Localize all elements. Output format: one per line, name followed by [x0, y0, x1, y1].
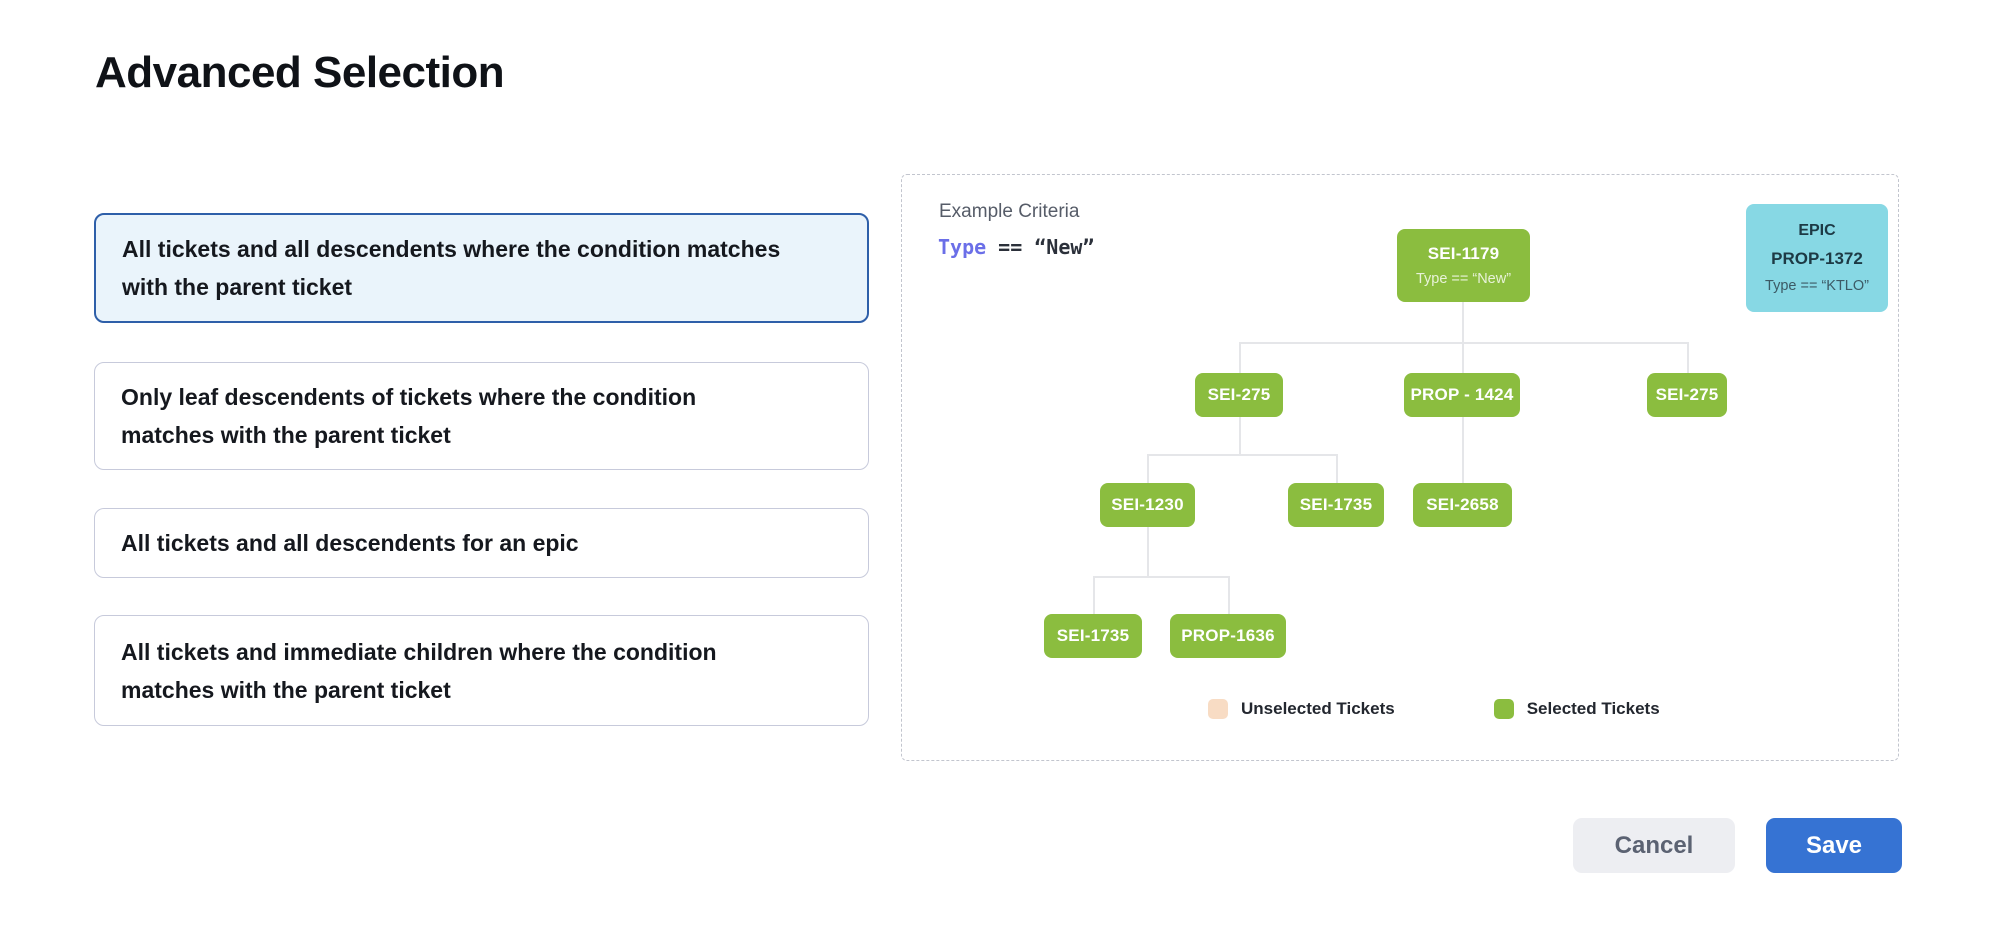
tree-connector [1147, 454, 1337, 456]
legend-item-unselected: Unselected Tickets [1208, 699, 1395, 719]
tree-connector [1147, 454, 1149, 483]
cancel-button[interactable]: Cancel [1573, 818, 1735, 873]
legend-label: Unselected Tickets [1241, 699, 1395, 718]
tree-node-root: SEI-1179 Type == “New” [1397, 229, 1530, 302]
tree-node-label: SEI-1230 [1111, 495, 1184, 514]
tree-connector [1093, 576, 1095, 614]
epic-card: EPIC PROP-1372 Type == “KTLO” [1746, 204, 1888, 312]
tree-connector [1336, 454, 1338, 483]
tree-node: SEI-275 [1647, 373, 1727, 417]
tree-node: SEI-1735 [1288, 483, 1384, 527]
tree-node-label: SEI-1179 [1427, 244, 1500, 263]
legend-label: Selected Tickets [1526, 699, 1660, 718]
criteria-value: “New” [1034, 235, 1095, 259]
tree-node-label: PROP-1636 [1181, 626, 1275, 645]
tree-connector [1239, 342, 1688, 344]
tree-node-label: SEI-1735 [1056, 626, 1130, 645]
tree-connector [1462, 342, 1464, 373]
tree-node-condition: Type == “New” [1415, 271, 1512, 287]
criteria-operator: == [998, 235, 1023, 259]
tree-node-label: SEI-275 [1655, 385, 1719, 404]
tree-connector [1228, 576, 1230, 614]
tree-connector [1239, 417, 1241, 454]
save-button[interactable]: Save [1766, 818, 1902, 873]
tree-connector [1462, 417, 1464, 483]
tree-node-label: SEI-2658 [1426, 495, 1499, 514]
page-title: Advanced Selection [95, 48, 505, 97]
tree-connector [1239, 342, 1241, 373]
example-criteria-expression: Type == “New” [938, 235, 1094, 259]
option-all-descendents-condition[interactable]: All tickets and all descendents where th… [94, 213, 869, 323]
tree-node-label: SEI-275 [1207, 385, 1271, 404]
tree-connector [1093, 576, 1229, 578]
option-label: All tickets and all descendents for an e… [121, 530, 579, 556]
option-label: Only leaf descendents of tickets where t… [121, 384, 697, 448]
tree-node: PROP-1636 [1170, 614, 1286, 658]
tree-node: SEI-275 [1195, 373, 1283, 417]
tree-connector [1462, 302, 1464, 343]
tree-node: SEI-1230 [1100, 483, 1195, 527]
epic-kind-label: EPIC [1798, 222, 1836, 239]
tree-node: SEI-1735 [1044, 614, 1142, 658]
epic-condition: Type == “KTLO” [1765, 278, 1869, 294]
tree-node: PROP - 1424 [1404, 373, 1520, 417]
criteria-field: Type [938, 235, 987, 259]
example-criteria-label: Example Criteria [939, 201, 1080, 222]
tree-node-label: SEI-1735 [1299, 495, 1373, 514]
legend-item-selected: Selected Tickets [1493, 699, 1660, 719]
option-leaf-descendents-condition[interactable]: Only leaf descendents of tickets where t… [94, 362, 869, 470]
example-preview-panel: Example Criteria Type == “New” EPIC PROP-1… [901, 174, 1899, 761]
option-label: All tickets and immediate children where… [121, 638, 717, 703]
tree-connector [1687, 342, 1689, 373]
tree-connector [1147, 527, 1149, 576]
tree-node: SEI-2658 [1413, 483, 1512, 527]
option-label: All tickets and all descendents where th… [122, 236, 781, 300]
selected-swatch-icon [1493, 699, 1514, 719]
option-immediate-children-condition[interactable]: All tickets and immediate children where… [94, 615, 869, 726]
unselected-swatch-icon [1208, 699, 1228, 719]
tree-node-label: PROP - 1424 [1410, 385, 1514, 404]
option-all-descendents-epic[interactable]: All tickets and all descendents for an e… [94, 508, 869, 578]
legend: Unselected Tickets Selected Tickets [1208, 699, 1660, 719]
epic-ticket-id: PROP-1372 [1771, 249, 1863, 268]
